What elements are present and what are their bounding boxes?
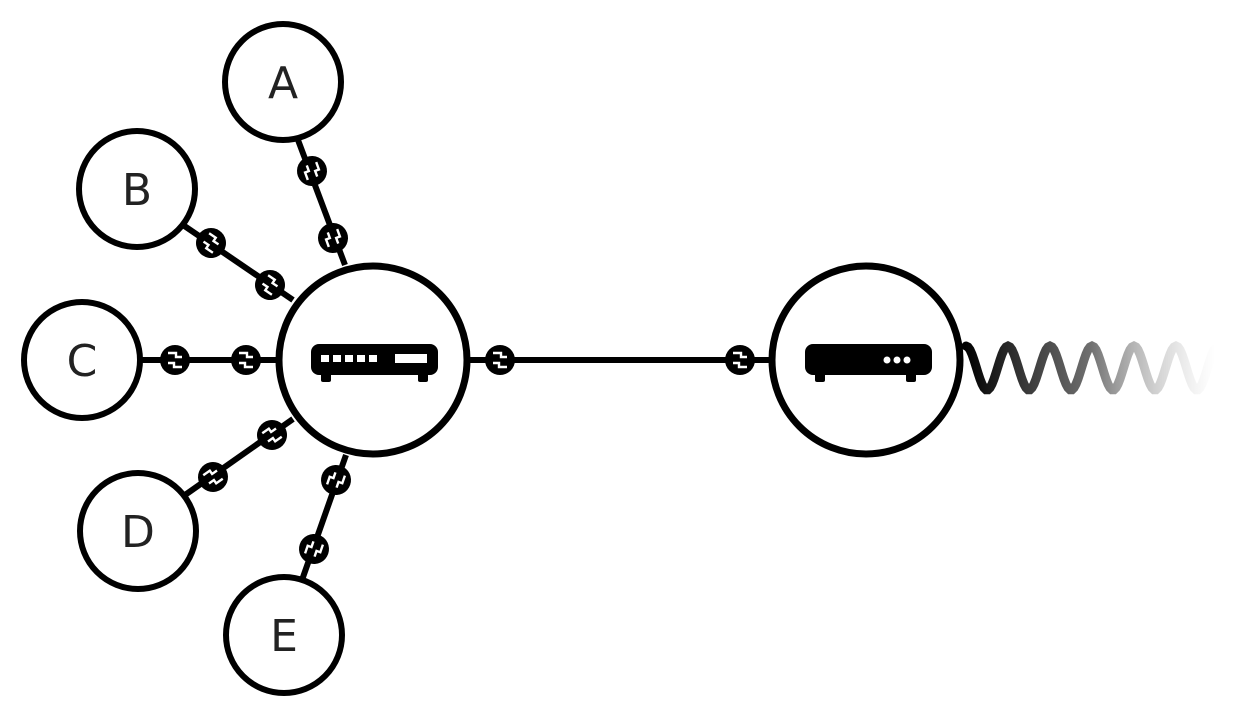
ethernet-plug-icon: [255, 270, 285, 300]
client-node-label: A: [268, 58, 298, 109]
client-node-a[interactable]: A: [222, 21, 344, 143]
ethernet-plug-icon: [257, 420, 287, 450]
ethernet-plug-icon: [196, 228, 226, 258]
coiled-cable-icon: [961, 340, 1219, 395]
modem-node[interactable]: [768, 262, 964, 458]
client-node-d[interactable]: D: [77, 470, 199, 592]
ethernet-plug-icon: [318, 223, 348, 253]
network-switch-icon: [311, 344, 438, 382]
ethernet-plug-icon: [725, 345, 755, 375]
ethernet-plug-icon: [231, 345, 261, 375]
client-node-label: B: [122, 165, 152, 216]
client-node-b[interactable]: B: [76, 128, 198, 250]
switch-node[interactable]: [275, 262, 471, 458]
ethernet-plug-icon: [299, 534, 329, 564]
ethernet-plug-icon: [160, 345, 190, 375]
client-node-label: D: [121, 507, 155, 558]
client-node-c[interactable]: C: [21, 299, 143, 421]
ethernet-plug-icon: [297, 156, 327, 186]
ethernet-plug-icon: [198, 462, 228, 492]
client-node-label: E: [270, 611, 298, 662]
modem-icon: [805, 344, 932, 382]
ethernet-plug-icon: [321, 465, 351, 495]
plugs-layer: [160, 156, 755, 564]
client-node-e[interactable]: E: [223, 574, 345, 696]
ethernet-plug-icon: [485, 345, 515, 375]
client-node-label: C: [67, 336, 98, 387]
